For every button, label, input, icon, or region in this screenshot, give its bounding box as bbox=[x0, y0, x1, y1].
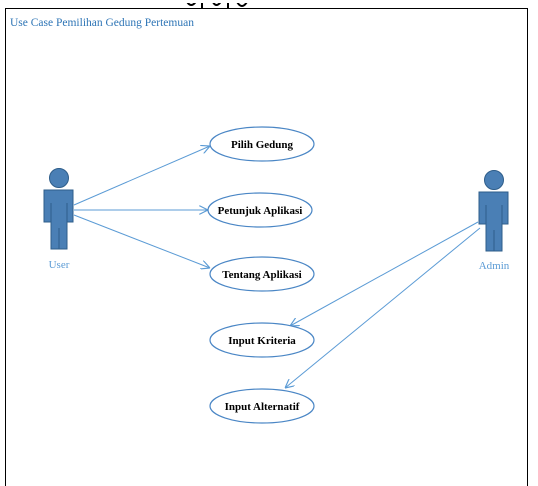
use-case-tentang-aplikasi[interactable]: Tentang Aplikasi bbox=[209, 256, 315, 292]
use-case-input-alternatif-label: Input Alternatif bbox=[225, 401, 300, 413]
use-case-tentang-aplikasi-label: Tentang Aplikasi bbox=[222, 269, 301, 281]
diagram-title: Use Case Pemilihan Gedung Pertemuan bbox=[10, 17, 194, 29]
diagram-frame bbox=[5, 8, 528, 486]
actor-user-icon bbox=[43, 168, 74, 250]
use-case-pilih-gedung-label: Pilih Gedung bbox=[231, 139, 294, 151]
association-user-tentang-aplikasi[interactable] bbox=[73, 214, 210, 268]
use-case-pilih-gedung[interactable]: Pilih Gedung bbox=[209, 126, 315, 162]
actor-user[interactable]: User bbox=[43, 168, 74, 272]
cropped-heading-glyphs bbox=[185, 0, 249, 8]
actor-admin-label: Admin bbox=[479, 260, 510, 272]
use-case-input-alternatif[interactable]: Input Alternatif bbox=[209, 388, 315, 424]
actor-admin[interactable]: Admin bbox=[478, 170, 510, 273]
use-case-petunjuk-aplikasi-label: Petunjuk Aplikasi bbox=[218, 205, 303, 217]
association-user-pilih-gedung[interactable] bbox=[73, 146, 210, 206]
actor-admin-icon bbox=[478, 170, 509, 252]
associations bbox=[73, 146, 481, 388]
association-admin-input-kriteria[interactable] bbox=[290, 221, 479, 326]
use-case-input-kriteria-label: Input Kriteria bbox=[228, 335, 296, 347]
use-case-input-kriteria[interactable]: Input Kriteria bbox=[209, 322, 315, 358]
actor-user-label: User bbox=[49, 259, 70, 271]
cropped-heading-fragment bbox=[0, 0, 538, 10]
association-admin-input-alternatif[interactable] bbox=[285, 227, 481, 388]
use-case-petunjuk-aplikasi[interactable]: Petunjuk Aplikasi bbox=[207, 192, 313, 228]
